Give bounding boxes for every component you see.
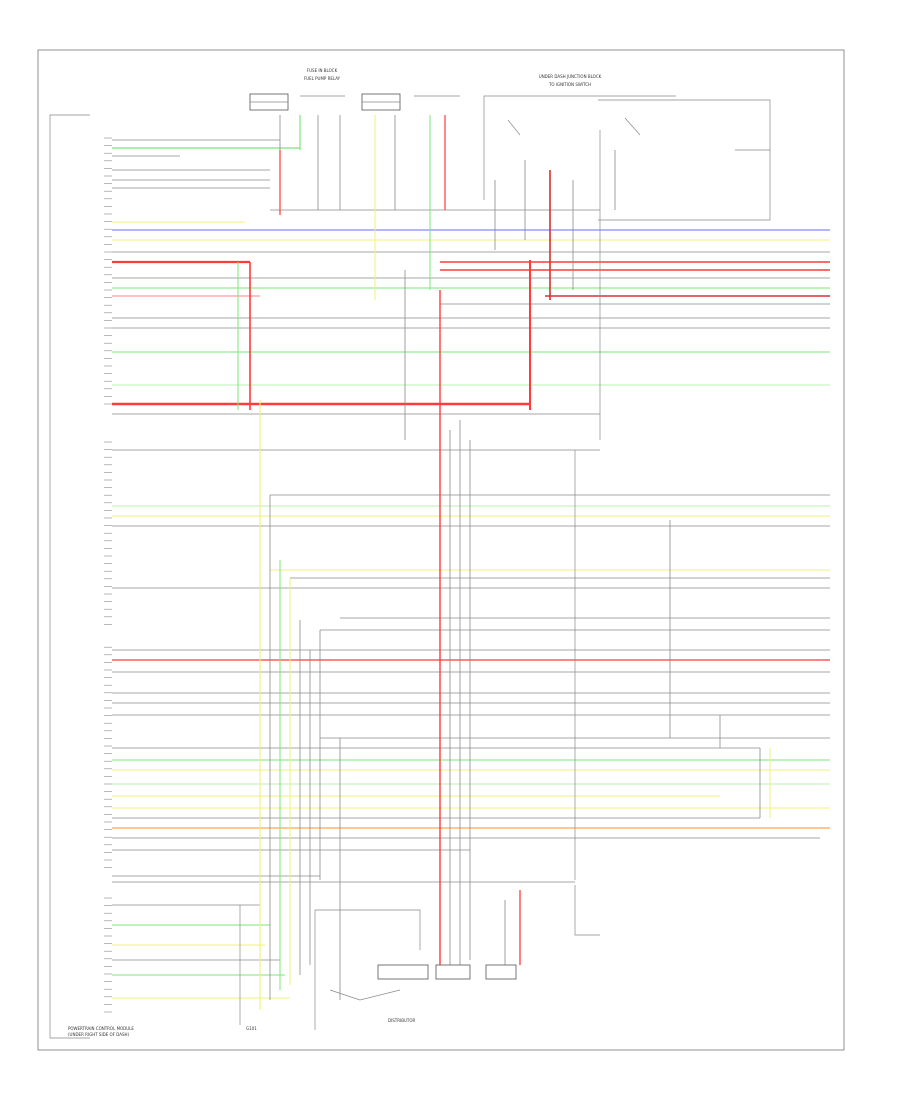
pcm-outline [49, 114, 90, 1039]
fuel-pump-relay-title: FUEL PUMP RELAY [304, 76, 341, 81]
fuse-block-title: FUSE IN BLOCK [307, 68, 338, 73]
pcm-pin-column [104, 137, 112, 1013]
junction-block-title: UNDER DASH JUNCTION BLOCK [539, 74, 602, 79]
pcm-label: POWERTRAIN CONTROL MODULE [68, 1026, 134, 1031]
bottom-components [314, 885, 600, 1030]
top-fuse-boxes [249, 93, 460, 111]
wire-harness [112, 139, 830, 999]
vertical-wires [237, 115, 771, 1025]
pcm-location-label: (UNDER RIGHT SIDE OF DASH) [68, 1032, 130, 1037]
relay-box [483, 95, 771, 221]
ground-label: G101 [246, 1026, 257, 1031]
ignition-switch-title: TO IGNITION SWITCH [548, 82, 591, 87]
diagram-frame [37, 49, 845, 1051]
distributor-label: DISTRIBUTOR [388, 1018, 415, 1023]
